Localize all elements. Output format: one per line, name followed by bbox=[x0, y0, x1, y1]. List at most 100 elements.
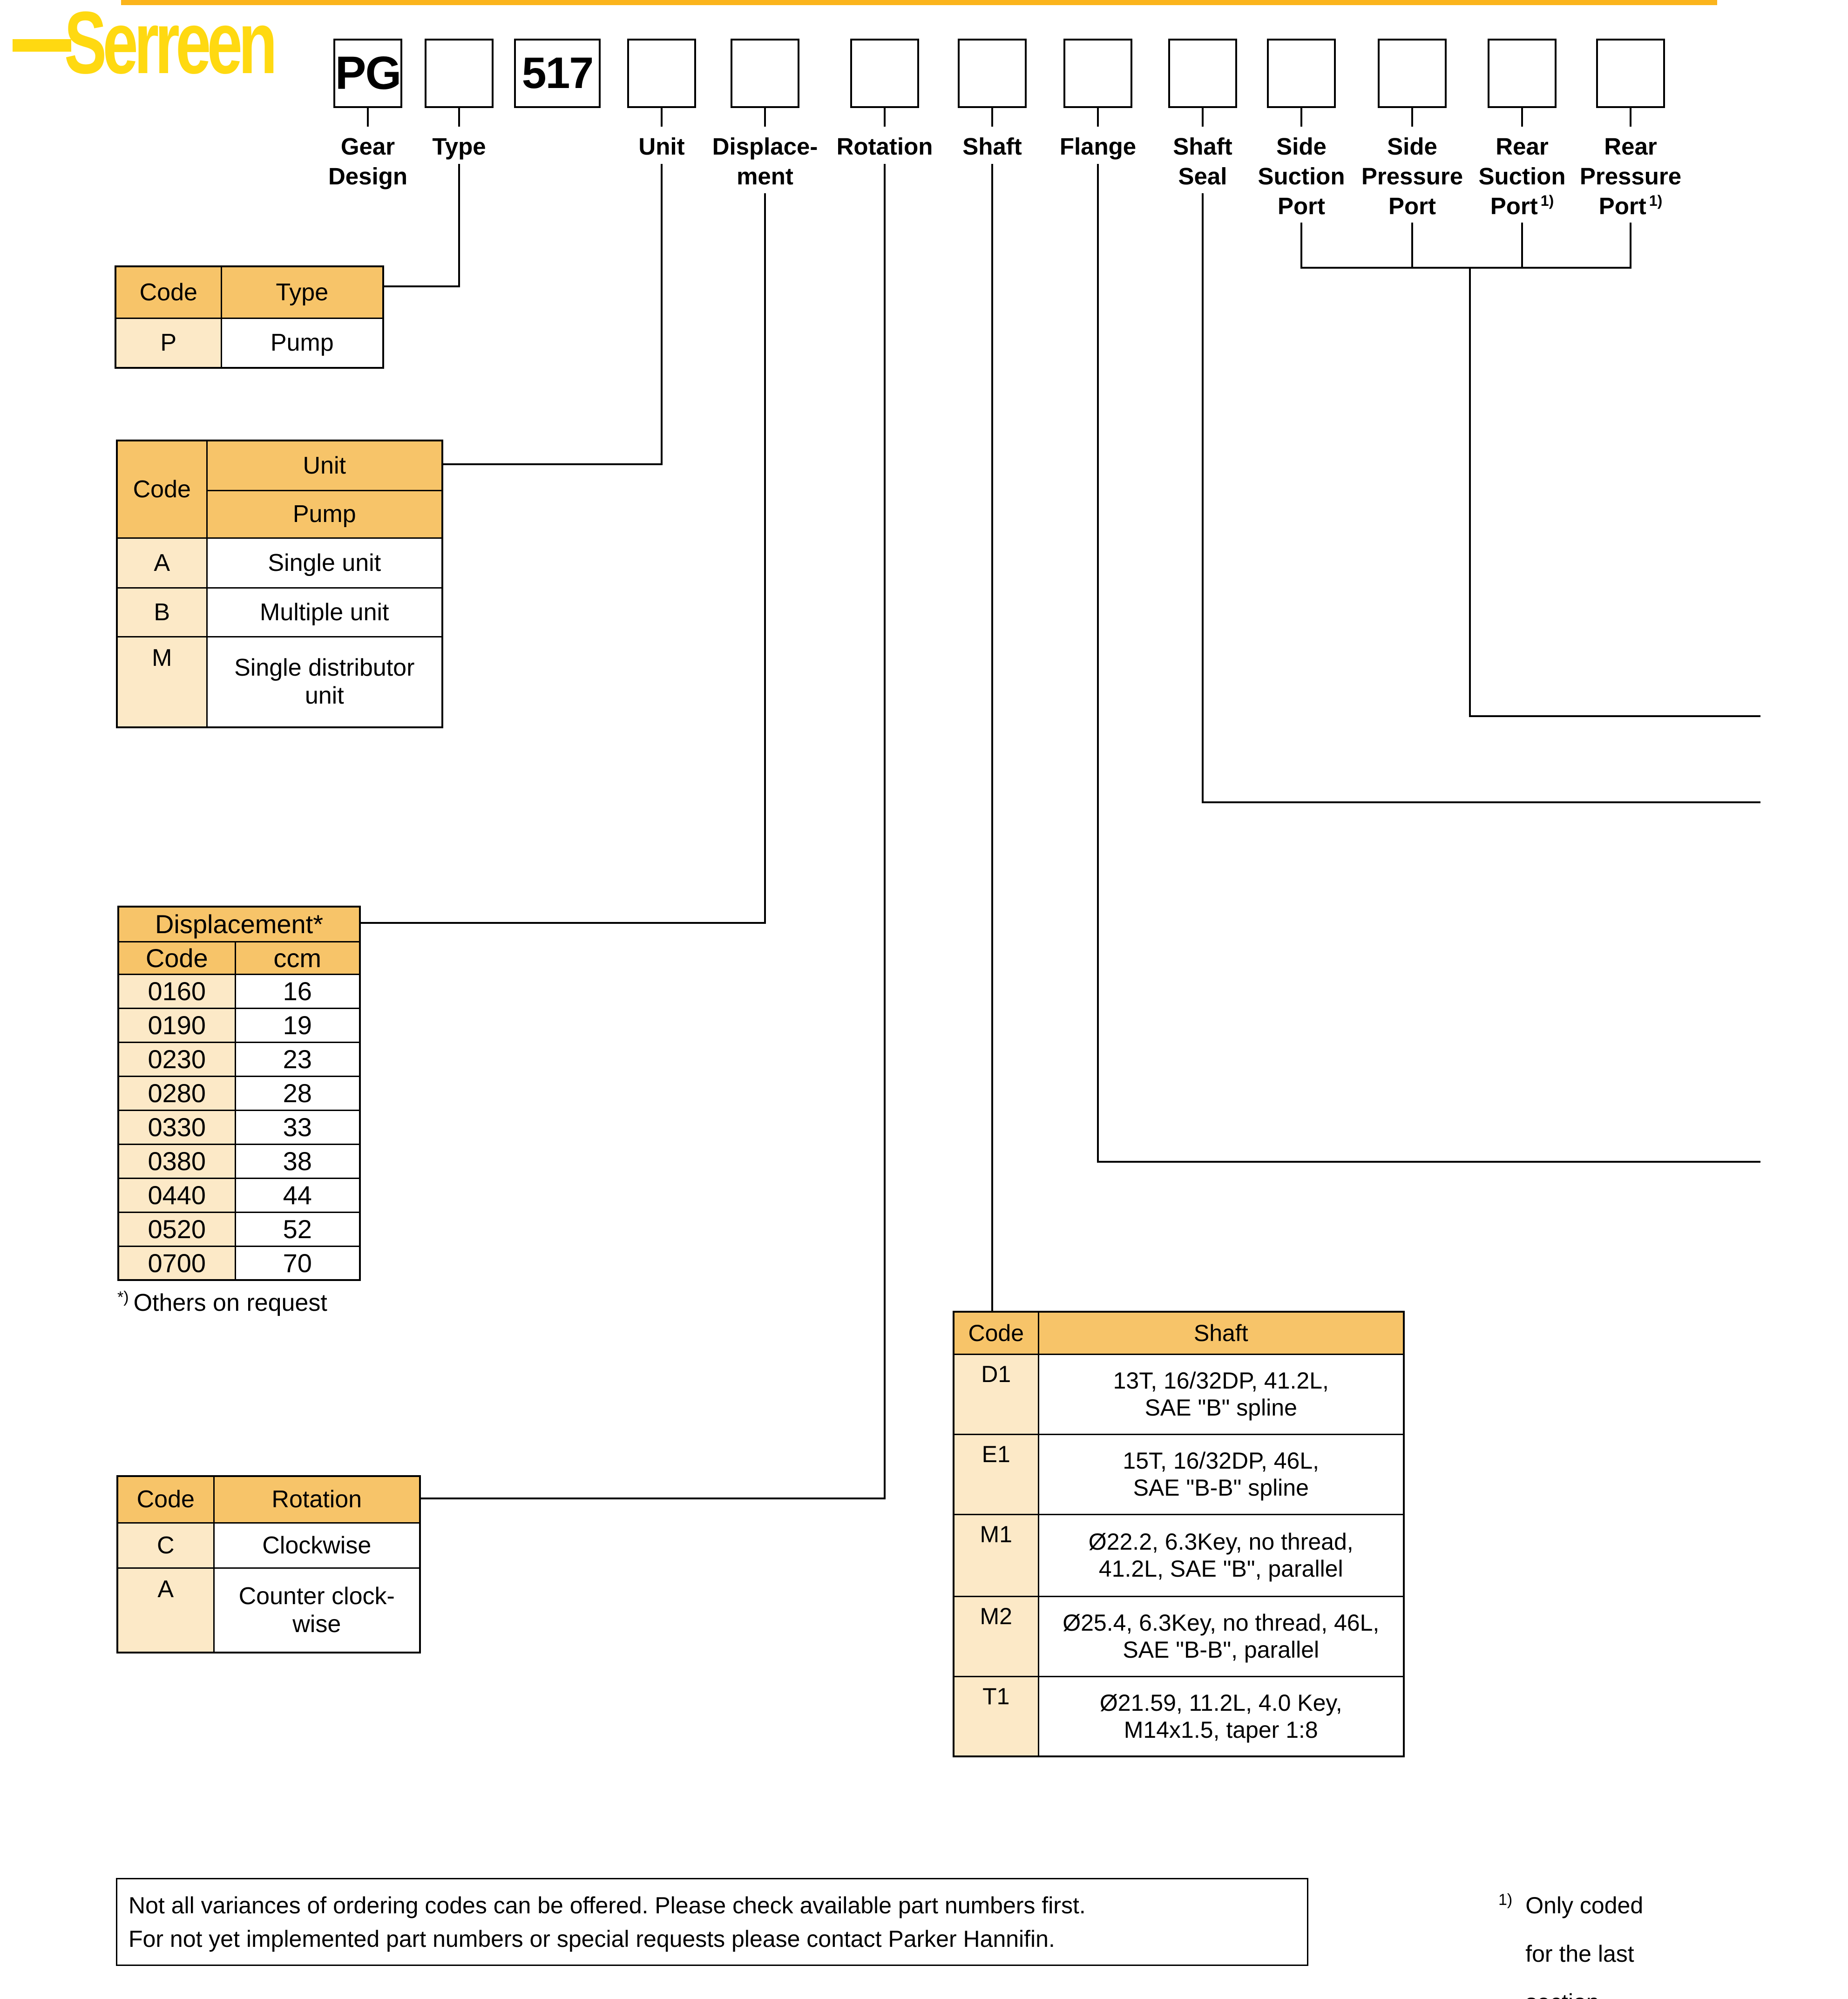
code-box-rotation bbox=[850, 39, 919, 108]
table-row: E1 15T, 16/32DP, 46L, SAE "B-B" spline bbox=[953, 1433, 1405, 1515]
connector-stub-side-pressure bbox=[1411, 108, 1413, 127]
shaft-code-cell: M2 bbox=[953, 1595, 1039, 1677]
displacement-code-cell: 0190 bbox=[117, 1007, 236, 1043]
footnote-marker: 1) bbox=[1540, 192, 1554, 209]
connector-stub-displacement bbox=[764, 108, 766, 127]
brand-logo-dash bbox=[13, 39, 71, 52]
displacement-table-title: Displacement* bbox=[117, 906, 361, 942]
table-row: P Pump bbox=[115, 317, 384, 369]
displacement-code-cell: 0440 bbox=[117, 1177, 236, 1213]
displacement-ccm-cell: 28 bbox=[234, 1075, 361, 1111]
shaft-code-cell: E1 bbox=[953, 1433, 1039, 1515]
field-label-text: Displace- ment bbox=[712, 133, 818, 190]
unit-table: Code Unit Pump A Single unit B Multiple … bbox=[116, 440, 443, 728]
top-accent-bar bbox=[121, 0, 1717, 5]
connector-stub-gear-design bbox=[367, 108, 369, 127]
displacement-ccm-cell: 52 bbox=[234, 1211, 361, 1247]
code-box-rear-suction-port bbox=[1488, 39, 1557, 108]
connector-type-vertical bbox=[458, 164, 460, 286]
displacement-ccm-cell: 23 bbox=[234, 1041, 361, 1077]
shaft-table: Code Shaft D1 13T, 16/32DP, 41.2L, SAE "… bbox=[953, 1311, 1405, 1757]
connector-shaft-seal-vertical bbox=[1202, 193, 1204, 803]
field-label-text: Side Pressure Port bbox=[1361, 133, 1463, 219]
unit-desc-cell: Single unit bbox=[206, 537, 443, 589]
shaft-desc-cell: Ø22.2, 6.3Key, no thread, 41.2L, SAE "B"… bbox=[1037, 1513, 1405, 1597]
unit-desc-cell: Multiple unit bbox=[206, 587, 443, 637]
shaft-header-code: Code bbox=[953, 1311, 1039, 1355]
field-label-side-suction-port: Side Suction Port bbox=[1241, 132, 1362, 221]
field-label-text: Side Suction Port bbox=[1258, 133, 1345, 219]
table-header-row: Code Type bbox=[115, 265, 384, 319]
field-label-displacement: Displace- ment bbox=[704, 132, 826, 191]
code-box-unit bbox=[627, 39, 696, 108]
unit-code-cell: B bbox=[116, 587, 208, 637]
footnote-1: 1)Only coded for the last section. bbox=[1498, 1881, 1643, 1999]
shaft-code-cell: D1 bbox=[953, 1353, 1039, 1435]
connector-stub-rear-pressure bbox=[1630, 108, 1631, 127]
connector-rotation-horizontal bbox=[419, 1498, 886, 1499]
connector-stub-shaft bbox=[991, 108, 993, 127]
connector-stub-flange bbox=[1097, 108, 1099, 127]
connector-ports-drop-vertical bbox=[1469, 267, 1471, 717]
displacement-code-cell: 0700 bbox=[117, 1245, 236, 1281]
unit-table-header-name: Unit bbox=[206, 440, 443, 491]
code-box-type bbox=[425, 39, 494, 108]
rotation-code-cell: C bbox=[116, 1522, 215, 1569]
type-table: Code Type P Pump bbox=[115, 265, 384, 369]
code-box-shaft-seal bbox=[1168, 39, 1237, 108]
field-label-text: Rotation bbox=[836, 133, 933, 160]
connector-rear-suction-vertical bbox=[1521, 223, 1523, 269]
connector-stub-rotation bbox=[884, 108, 886, 127]
field-label-shaft-seal: Shaft Seal bbox=[1142, 132, 1263, 191]
table-header-row: Code Shaft bbox=[953, 1311, 1405, 1355]
displacement-code-cell: 0160 bbox=[117, 973, 236, 1009]
field-label-text: Rear Pressure Port bbox=[1579, 133, 1682, 219]
code-box-shaft bbox=[958, 39, 1027, 108]
unit-table-subheader: Pump bbox=[206, 489, 443, 539]
field-label-shaft: Shaft bbox=[932, 132, 1053, 162]
type-code-cell: P bbox=[115, 317, 222, 369]
connector-ports-horizontal bbox=[1469, 715, 1760, 717]
connector-ports-bracket bbox=[1300, 267, 1631, 269]
table-header-row: Code ccm bbox=[117, 941, 361, 975]
table-row: C Clockwise bbox=[116, 1522, 421, 1569]
shaft-desc-cell: 13T, 16/32DP, 41.2L, SAE "B" spline bbox=[1037, 1353, 1405, 1435]
rotation-header-name: Rotation bbox=[213, 1475, 421, 1524]
table-row: M1 Ø22.2, 6.3Key, no thread, 41.2L, SAE … bbox=[953, 1513, 1405, 1597]
table-row: B Multiple unit bbox=[116, 587, 443, 637]
connector-stub-rear-suction bbox=[1521, 108, 1523, 127]
connector-flange-vertical bbox=[1097, 164, 1099, 1163]
table-row: A Counter clock- wise bbox=[116, 1567, 421, 1653]
connector-stub-unit bbox=[661, 108, 663, 127]
table-row: T1 Ø21.59, 11.2L, 4.0 Key, M14x1.5, tape… bbox=[953, 1675, 1405, 1757]
shaft-desc-cell: Ø25.4, 6.3Key, no thread, 46L, SAE "B-B"… bbox=[1037, 1595, 1405, 1677]
field-label-gear-design: Gear Design bbox=[307, 132, 428, 191]
shaft-code-cell: T1 bbox=[953, 1675, 1039, 1757]
displacement-code-cell: 0330 bbox=[117, 1109, 236, 1145]
table-row: M Single distributor unit bbox=[116, 636, 443, 728]
connector-shaft-seal-horizontal bbox=[1202, 801, 1760, 803]
displacement-ccm-cell: 16 bbox=[234, 973, 361, 1009]
code-box-side-suction-port bbox=[1267, 39, 1336, 108]
field-label-text: Flange bbox=[1059, 133, 1137, 160]
displacement-footnote-text: Others on request bbox=[133, 1289, 327, 1316]
field-label-text: Rear Suction Port bbox=[1478, 133, 1566, 219]
code-box-rear-pressure-port bbox=[1596, 39, 1665, 108]
unit-code-cell: A bbox=[116, 537, 208, 589]
rotation-desc-cell: Counter clock- wise bbox=[213, 1567, 421, 1653]
field-label-side-pressure-port: Side Pressure Port bbox=[1352, 132, 1473, 221]
connector-side-pressure-vertical bbox=[1411, 223, 1413, 269]
table-header-row: Code Rotation bbox=[116, 1475, 421, 1524]
displacement-code-cell: 0380 bbox=[117, 1143, 236, 1179]
type-table-header-code: Code bbox=[115, 265, 222, 319]
field-label-rotation: Rotation bbox=[824, 132, 945, 162]
